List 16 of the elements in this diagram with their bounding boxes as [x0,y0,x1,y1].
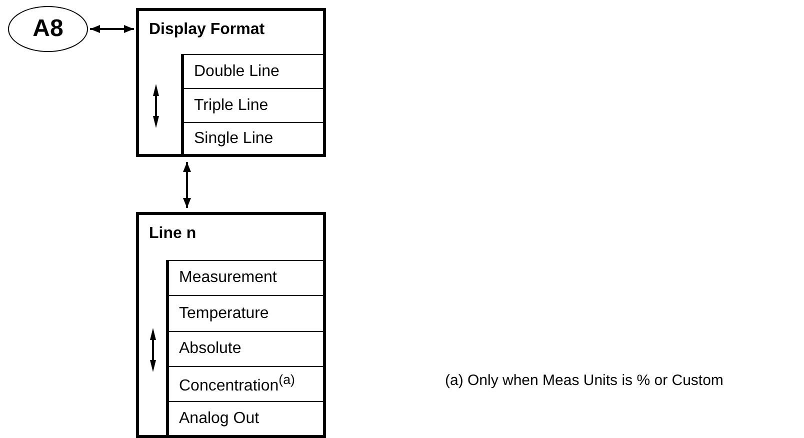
menu-option-box: Concentration$^{(a)}$ [166,366,323,401]
double-arrow [90,25,134,33]
menu-option-box: Triple Line [181,88,323,122]
menu-option-box: Measurement [166,260,323,295]
panel-heading: Display Format [149,21,265,39]
menu-option-box: Double Line [181,54,323,88]
footnote: (a) Only when Meas Units is % or Custom [445,372,724,389]
menu-option-box: Analog Out [166,401,323,435]
menu-option-box: Temperature [166,295,323,331]
panel-heading: Line n [149,225,196,243]
menu-panel [136,8,326,157]
menu-panel [136,212,326,438]
menu-option-box: Single Line [181,122,323,154]
menu-reference-oval: A8 [8,6,88,52]
menu-option-box: Absolute [166,331,323,366]
double-arrow [183,162,191,208]
